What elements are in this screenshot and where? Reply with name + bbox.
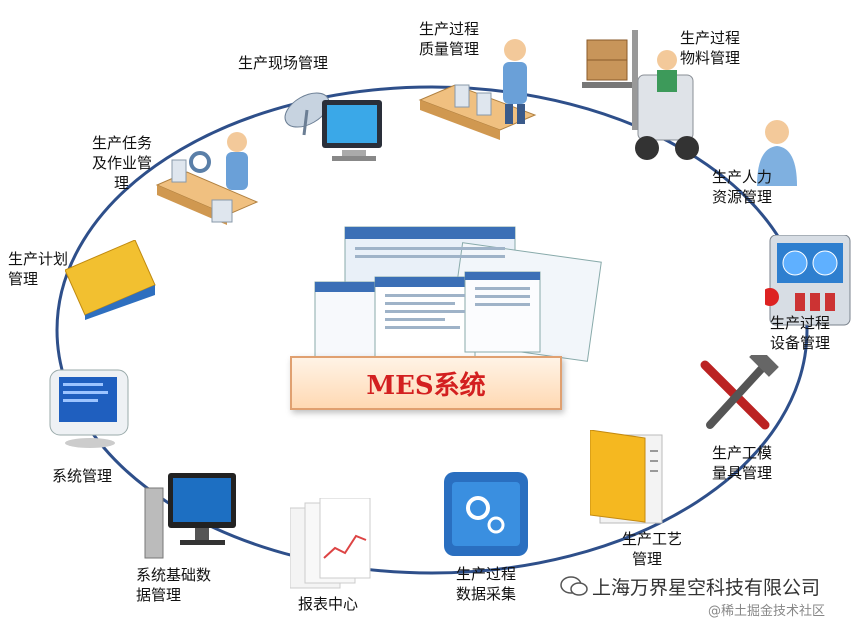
- forklift-icon: [582, 30, 699, 160]
- node-label-tooling: 生产工模 量具管理: [712, 444, 773, 482]
- monitor-satellite-icon: [284, 92, 382, 161]
- node-label-basic-data: 系统基础数 据管理: [136, 566, 212, 604]
- desktop-pc-icon: [144, 473, 236, 559]
- report-charts-icon: [290, 498, 371, 589]
- node-label-task-job: 生产任务 及作业管 理: [92, 134, 153, 192]
- person-icon: [757, 120, 797, 186]
- node-label-data-collection: 生产过程 数据采集: [456, 565, 517, 603]
- company-watermark: 上海万界星空科技有限公司: [592, 577, 821, 599]
- wechat-icon: [560, 576, 588, 596]
- node-label-production-site: 生产现场管理: [238, 54, 329, 72]
- crt-monitor-icon: [49, 369, 129, 448]
- node-label-plan: 生产计划 管理: [8, 250, 69, 288]
- source-watermark: @稀土掘金技术社区: [708, 604, 826, 619]
- node-label-human-resource: 生产人力 资源管理: [712, 168, 773, 206]
- control-panel-icon: [765, 235, 851, 326]
- plan-folder-icon: [65, 240, 156, 320]
- quality-conveyor-icon: [418, 39, 537, 140]
- node-label-process-quality: 生产过程 质量管理: [419, 20, 480, 58]
- mes-screenshots-icon: [314, 226, 602, 362]
- node-label-report-center: 报表中心: [298, 595, 359, 613]
- mes-system-title: MES系统: [290, 356, 562, 410]
- node-label-craft: 生产工艺 管理: [622, 530, 683, 568]
- node-label-process-equipment: 生产过程 设备管理: [770, 314, 831, 352]
- hammer-wrench-icon: [700, 355, 779, 430]
- tablet-gears-icon: [444, 472, 528, 556]
- folder-icon: [590, 430, 663, 524]
- task-worker-icon: [155, 132, 259, 225]
- node-label-system-mgmt: 系统管理: [52, 467, 113, 485]
- node-label-process-material: 生产过程 物料管理: [680, 29, 741, 67]
